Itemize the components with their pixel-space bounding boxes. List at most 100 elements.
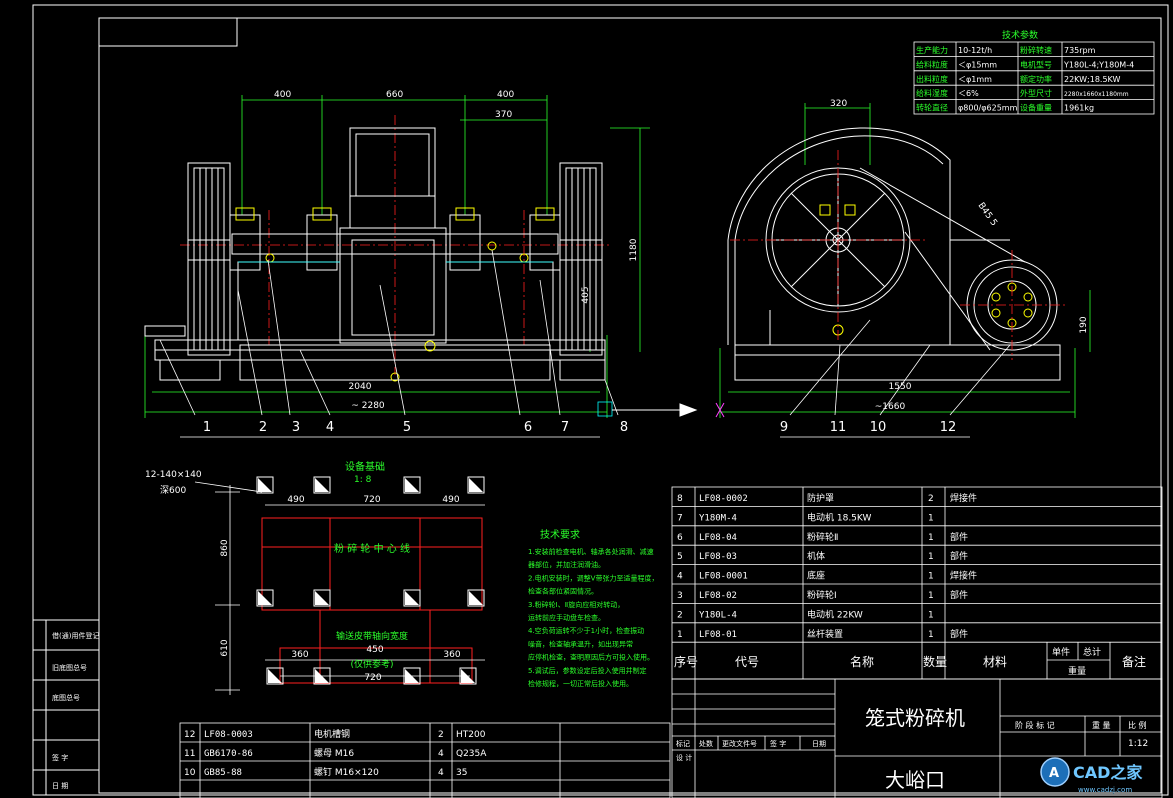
param-value: 1961kg [1064, 104, 1094, 113]
front-view: 400 660 400 370 1180 405 2040 ~ 2280 [144, 90, 698, 438]
bom-code: GB85-88 [204, 768, 242, 778]
bom-code: Y180L-4 [699, 610, 737, 620]
callout-number: 7 [561, 420, 569, 435]
tech-params-title: 技术参数 [1002, 29, 1038, 41]
requirement-line: 应停机检查，查明原因后方可投入使用。 [528, 653, 654, 662]
watermark-text: CAD之家 [1073, 763, 1143, 782]
bom-name: 电机槽钢 [314, 728, 350, 740]
param-value: Y180L-4;Y180M-4 [1063, 60, 1134, 69]
watermark-logo-icon [1040, 757, 1070, 787]
bom-qty: 1 [928, 513, 934, 523]
rev-header: 签 字 [770, 739, 786, 748]
anchor-hole [256, 476, 274, 494]
bom-no: 1 [677, 630, 683, 640]
bom-header-material: 材料 [983, 655, 1007, 669]
callout-number: 10 [870, 420, 887, 435]
drawing-title: 笼式粉碎机 [865, 706, 965, 730]
dim-inner: 370 [495, 110, 512, 120]
bom-name: 底座 [807, 570, 825, 582]
bom-material: 部件 [950, 550, 968, 562]
param-value: ＜φ1mm [958, 75, 992, 84]
anchor-hole [467, 589, 485, 607]
param-value: 735rpm [1064, 46, 1096, 55]
bom-qty: 4 [438, 768, 444, 778]
param-key: 设备重量 [1020, 103, 1052, 113]
anchor-hole [313, 589, 331, 607]
bom-code: Y180M-4 [699, 513, 737, 523]
fd-left-dim: 610 [220, 639, 230, 656]
anchor-hole [403, 589, 421, 607]
bom-qty: 2 [928, 494, 934, 504]
rev-header: 处数 [699, 739, 713, 748]
param-key: 给料湿度 [916, 88, 948, 98]
anchor-hole [459, 667, 477, 685]
anchor-label: 12-140×140 [145, 470, 202, 480]
callout-number: 3 [292, 420, 300, 435]
bom-no: 11 [184, 749, 195, 759]
bom-name: 螺钉 M16×120 [314, 767, 379, 778]
param-key: 给料粒度 [916, 59, 948, 69]
anchor-hole [403, 667, 421, 685]
stage-mark-label: 阶 段 标 记 [1015, 720, 1055, 730]
requirement-line: 4.空负荷运转不少于1小时，检查振动 [528, 626, 644, 635]
watermark-url: www.cadzj.com [1078, 786, 1132, 794]
anchor-hole [313, 667, 331, 685]
bom-material: Q235A [456, 749, 487, 759]
bom-no: 7 [677, 513, 683, 523]
bom-name: 粉碎轮Ⅰ [807, 589, 837, 601]
bom-no: 3 [677, 591, 683, 601]
conveyor-note: (仅供参考) [350, 658, 393, 670]
rev-header: 更改文件号 [722, 739, 757, 748]
param-value: 10-12t/h [958, 46, 992, 55]
requirement-line: 3.粉碎轮Ⅰ、Ⅱ旋向应相对转动， [528, 600, 624, 609]
side-dim-motor-height: 190 [1079, 316, 1089, 333]
bom-material: 部件 [950, 531, 968, 543]
requirement-line: 5.调试后，参数设定后投入使用并制定 [528, 666, 647, 675]
bom-name: 螺母 M16 [314, 748, 354, 759]
bom-code: LF08-0003 [204, 730, 253, 740]
bom-no: 4 [677, 572, 683, 582]
bom-header-total: 总计 [1083, 646, 1101, 658]
param-value: 22KW;18.5KW [1064, 75, 1121, 84]
left-strip-labels: 借(通)用件登记 旧底图总号 底图总号 签 字 日 期 [52, 631, 99, 790]
fd-conveyor-width: 450 [366, 645, 383, 655]
anchor-hole [266, 667, 284, 685]
param-key: 转轮直径 [916, 103, 948, 113]
bom-material: 35 [456, 768, 467, 778]
param-key: 生产能力 [916, 45, 948, 55]
watermark: A CAD之家 www.cadzj.com [1040, 757, 1143, 794]
bom-material: 部件 [950, 589, 968, 601]
fd-top-dim: 490 [287, 495, 304, 505]
bom-no: 12 [184, 730, 195, 740]
bom-header-unit: 单件 [1052, 646, 1070, 658]
bom-code: LF08-04 [699, 533, 737, 543]
param-key: 粉碎转速 [1020, 45, 1052, 55]
bom-code: LF08-0001 [699, 572, 748, 582]
bom-material: 焊接件 [950, 492, 977, 504]
bom-name: 丝杆装置 [807, 628, 843, 640]
rev-header: 日期 [812, 740, 826, 748]
anchor-hole [403, 476, 421, 494]
weight-label: 重 量 [1092, 720, 1111, 730]
bom-header-weight: 重量 [1068, 665, 1086, 677]
requirement-line: 检修规程，一切正常后投入使用。 [528, 679, 633, 688]
bom-code: GB6170-86 [204, 749, 253, 759]
bom-name: 防护罩 [807, 492, 834, 504]
callout-number: 9 [780, 420, 788, 435]
bom-code: LF08-03 [699, 552, 737, 562]
bom-qty: 1 [928, 533, 934, 543]
requirement-line: 噪音，检查轴承温升，如出现异常 [528, 639, 633, 648]
side-dim-top: 320 [830, 99, 847, 109]
param-key: 额定功率 [1020, 74, 1052, 84]
bom-header-qty: 数量 [923, 654, 947, 669]
ratio-value: 1:12 [1128, 739, 1148, 749]
fd-bottom-width: 720 [364, 673, 381, 683]
callout-number: 8 [620, 420, 628, 435]
bom-no: 8 [677, 494, 683, 504]
